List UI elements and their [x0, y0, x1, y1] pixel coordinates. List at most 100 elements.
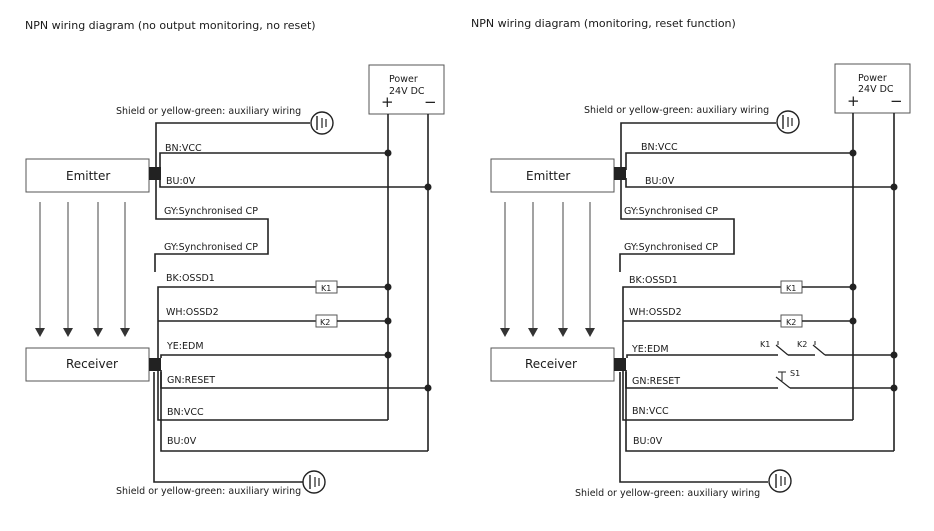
power-voltage: 24V DC	[389, 86, 425, 97]
emitter-label: Emitter	[526, 169, 570, 183]
arrow-down-icon	[93, 328, 103, 337]
receiver-connector	[614, 358, 626, 371]
power-supply: Power 24V DC + −	[368, 64, 445, 115]
ground-icon	[776, 110, 800, 134]
shield-wire-top	[155, 122, 310, 170]
wire-bu-0v	[160, 372, 428, 452]
relay-label: K1	[321, 284, 331, 293]
wire-label: GN:RESET	[167, 375, 215, 386]
ground-icon	[310, 111, 334, 135]
wire-edm	[626, 354, 778, 358]
emitter-box	[25, 158, 150, 193]
wire-label: BU:0V	[645, 176, 675, 187]
diagram-title: NPN wiring diagram (no output monitoring…	[25, 19, 316, 32]
wire-label: BN:VCC	[641, 142, 678, 153]
power-box	[834, 63, 911, 114]
ground-icon	[768, 469, 792, 493]
minus-terminal: −	[890, 92, 903, 110]
power-supply: Power 24V DC + −	[834, 63, 911, 114]
arrow-down-icon	[120, 328, 130, 337]
junction-dot	[849, 149, 857, 157]
light-beams	[500, 202, 595, 337]
ground-icon	[302, 470, 326, 494]
wire-label: BN:VCC	[632, 406, 669, 417]
junction-dot	[424, 384, 432, 392]
wire-label: BN:VCC	[167, 407, 204, 418]
receiver-box	[25, 347, 150, 382]
wire-label: YE:EDM	[166, 341, 204, 352]
arrow-down-icon	[63, 328, 73, 337]
wire-ossd1	[157, 286, 316, 358]
wire-label: BK:OSSD1	[629, 275, 678, 286]
receiver-connector	[149, 358, 161, 371]
shield-wire-top	[620, 122, 776, 170]
power-label: Power	[858, 73, 887, 84]
wire-bn-vcc	[622, 370, 853, 421]
receiver-box	[490, 347, 615, 382]
wire-bn-vcc	[159, 152, 388, 170]
reset-switch-s1: S1	[775, 369, 894, 389]
power-label: Power	[389, 74, 418, 85]
junction-dot	[384, 149, 392, 157]
wire-label: BU:0V	[167, 436, 197, 447]
relay-label: K1	[786, 284, 796, 293]
shield-label-top: Shield or yellow-green: auxiliary wiring	[116, 106, 301, 117]
shield-label-bottom: Shield or yellow-green: auxiliary wiring	[116, 486, 301, 497]
shield-label-top: Shield or yellow-green: auxiliary wiring	[584, 105, 769, 116]
diagram-title: NPN wiring diagram (monitoring, reset fu…	[471, 17, 736, 30]
emitter-label: Emitter	[66, 169, 110, 183]
wire-bu-0v	[159, 178, 428, 188]
junction-dot	[424, 183, 432, 191]
power-voltage: 24V DC	[858, 84, 894, 95]
plus-terminal: +	[381, 93, 394, 111]
switch-label: S1	[790, 369, 800, 378]
wire-bu-0v	[625, 372, 894, 452]
relay-label: K2	[320, 318, 330, 327]
wire-label: GY:Synchronised CP	[164, 242, 258, 253]
wire-label: BU:0V	[633, 436, 663, 447]
wire-label: GN:RESET	[632, 376, 680, 387]
junction-dot	[384, 351, 392, 359]
wire-label: YE:EDM	[631, 344, 669, 355]
power-box	[368, 64, 445, 115]
contact-label: K2	[797, 340, 807, 349]
shield-label-bottom: Shield or yellow-green: auxiliary wiring	[575, 488, 760, 499]
wire-label: BU:0V	[166, 176, 196, 187]
diagram-right: NPN wiring diagram (monitoring, reset fu…	[471, 17, 911, 499]
junction-dot	[890, 351, 898, 359]
wire-label: BK:OSSD1	[166, 273, 215, 284]
wire-label: GY:Synchronised CP	[164, 206, 258, 217]
arrow-down-icon	[528, 328, 538, 337]
wire-label: WH:OSSD2	[629, 307, 682, 318]
emitter-connector	[614, 167, 626, 180]
shield-wire-bottom	[153, 372, 303, 483]
plus-terminal: +	[847, 92, 860, 110]
arrow-down-icon	[558, 328, 568, 337]
junction-dot	[890, 183, 898, 191]
emitter-box	[490, 158, 615, 193]
wire-label: BN:VCC	[165, 143, 202, 154]
wire-bn-vcc	[625, 152, 853, 170]
emitter-connector	[149, 167, 161, 180]
wire-bu-0v	[625, 178, 894, 188]
relay-label: K2	[786, 318, 796, 327]
receiver-label: Receiver	[66, 357, 118, 371]
junction-dot	[384, 317, 392, 325]
wire-sync-cp	[154, 180, 269, 272]
contact-label: K1	[760, 340, 770, 349]
wire-ossd1	[622, 286, 781, 358]
minus-terminal: −	[424, 93, 437, 111]
arrow-down-icon	[500, 328, 510, 337]
contact-k1: K1	[760, 340, 815, 356]
contact-k2: K2	[797, 340, 894, 356]
wire-edm	[160, 354, 388, 358]
receiver-label: Receiver	[525, 357, 577, 371]
junction-dot	[384, 283, 392, 291]
diagram-left: NPN wiring diagram (no output monitoring…	[25, 19, 445, 497]
light-beams	[35, 202, 130, 337]
shield-wire-bottom	[619, 372, 768, 483]
junction-dot	[890, 384, 898, 392]
wire-label: GY:Synchronised CP	[624, 242, 718, 253]
junction-dot	[849, 283, 857, 291]
